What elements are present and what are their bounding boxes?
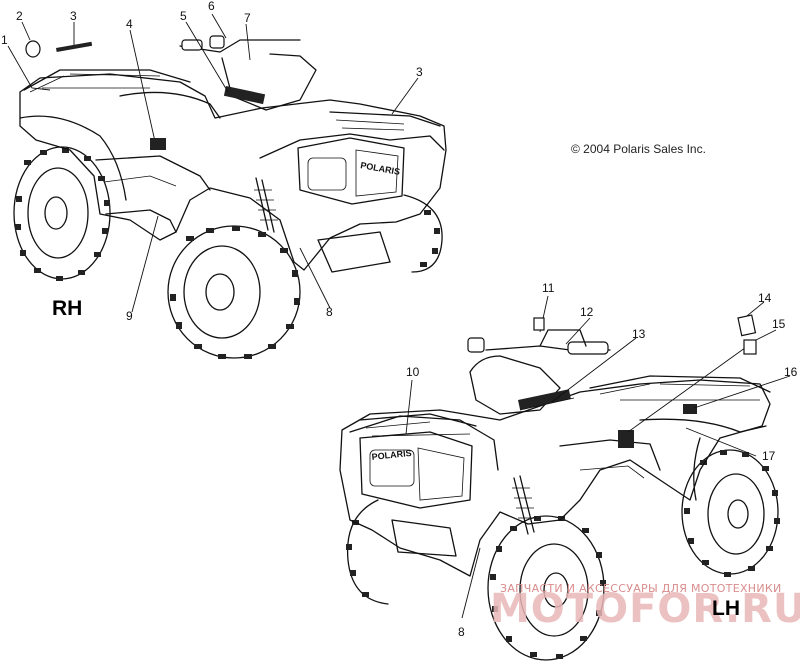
callout-17: 17 [762,449,776,463]
callout-3-hood: 3 [416,65,423,79]
callout-11: 11 [542,281,555,295]
lh-hood-badge: POLARIS [371,448,412,462]
callout-6: 6 [208,0,215,13]
callout-4: 4 [126,17,133,31]
callout-7: 7 [244,11,251,25]
atv-left-view: POLARIS [339,329,780,661]
rh-hood-badge: POLARIS [360,160,401,177]
rh-rear-wheel [13,146,111,281]
lh-rear-wheel [681,449,780,577]
part-14-decal-shape [737,314,757,337]
part-4-decal-shape [150,138,166,150]
callout-16: 16 [784,365,798,379]
callout-15: 15 [772,317,786,331]
rh-body: POLARIS [19,35,447,273]
atv-right-view: POLARIS [13,35,447,359]
leader-lines [7,13,791,619]
callout-8-rh: 8 [326,305,333,319]
callout-2: 2 [16,9,23,23]
part-2-decal-shape [25,40,41,58]
callout-10: 10 [406,365,420,379]
rh-far-front-wheel [403,194,443,273]
view-label-rh: RH [52,297,83,320]
lh-front-wheel [487,515,606,661]
callout-8-lh: 8 [458,625,465,639]
part-11-decal-shape [533,317,545,331]
callout-3: 3 [70,9,77,23]
lh-far-front-wheel [346,499,389,605]
part-15-decal-shape [743,339,757,355]
watermark-text: ЗАПЧАСТИ И АКСЕССУАРЫ ДЛЯ МОТОТЕХНИКИ [500,582,782,595]
callout-12: 12 [580,305,594,319]
rh-front-wheel [167,225,301,359]
copyright-notice: © 2004 Polaris Sales Inc. [571,142,706,156]
callout-5: 5 [180,9,187,23]
watermark-logo: MOTOFOR.RU [490,586,800,632]
lh-body: POLARIS [339,329,771,577]
callout-9: 9 [126,309,133,323]
view-label-lh: LH [712,597,740,620]
callout-14: 14 [758,291,772,305]
callout-1: 1 [1,33,8,47]
part-3-decal-shape [55,41,93,52]
callout-13: 13 [632,327,646,341]
